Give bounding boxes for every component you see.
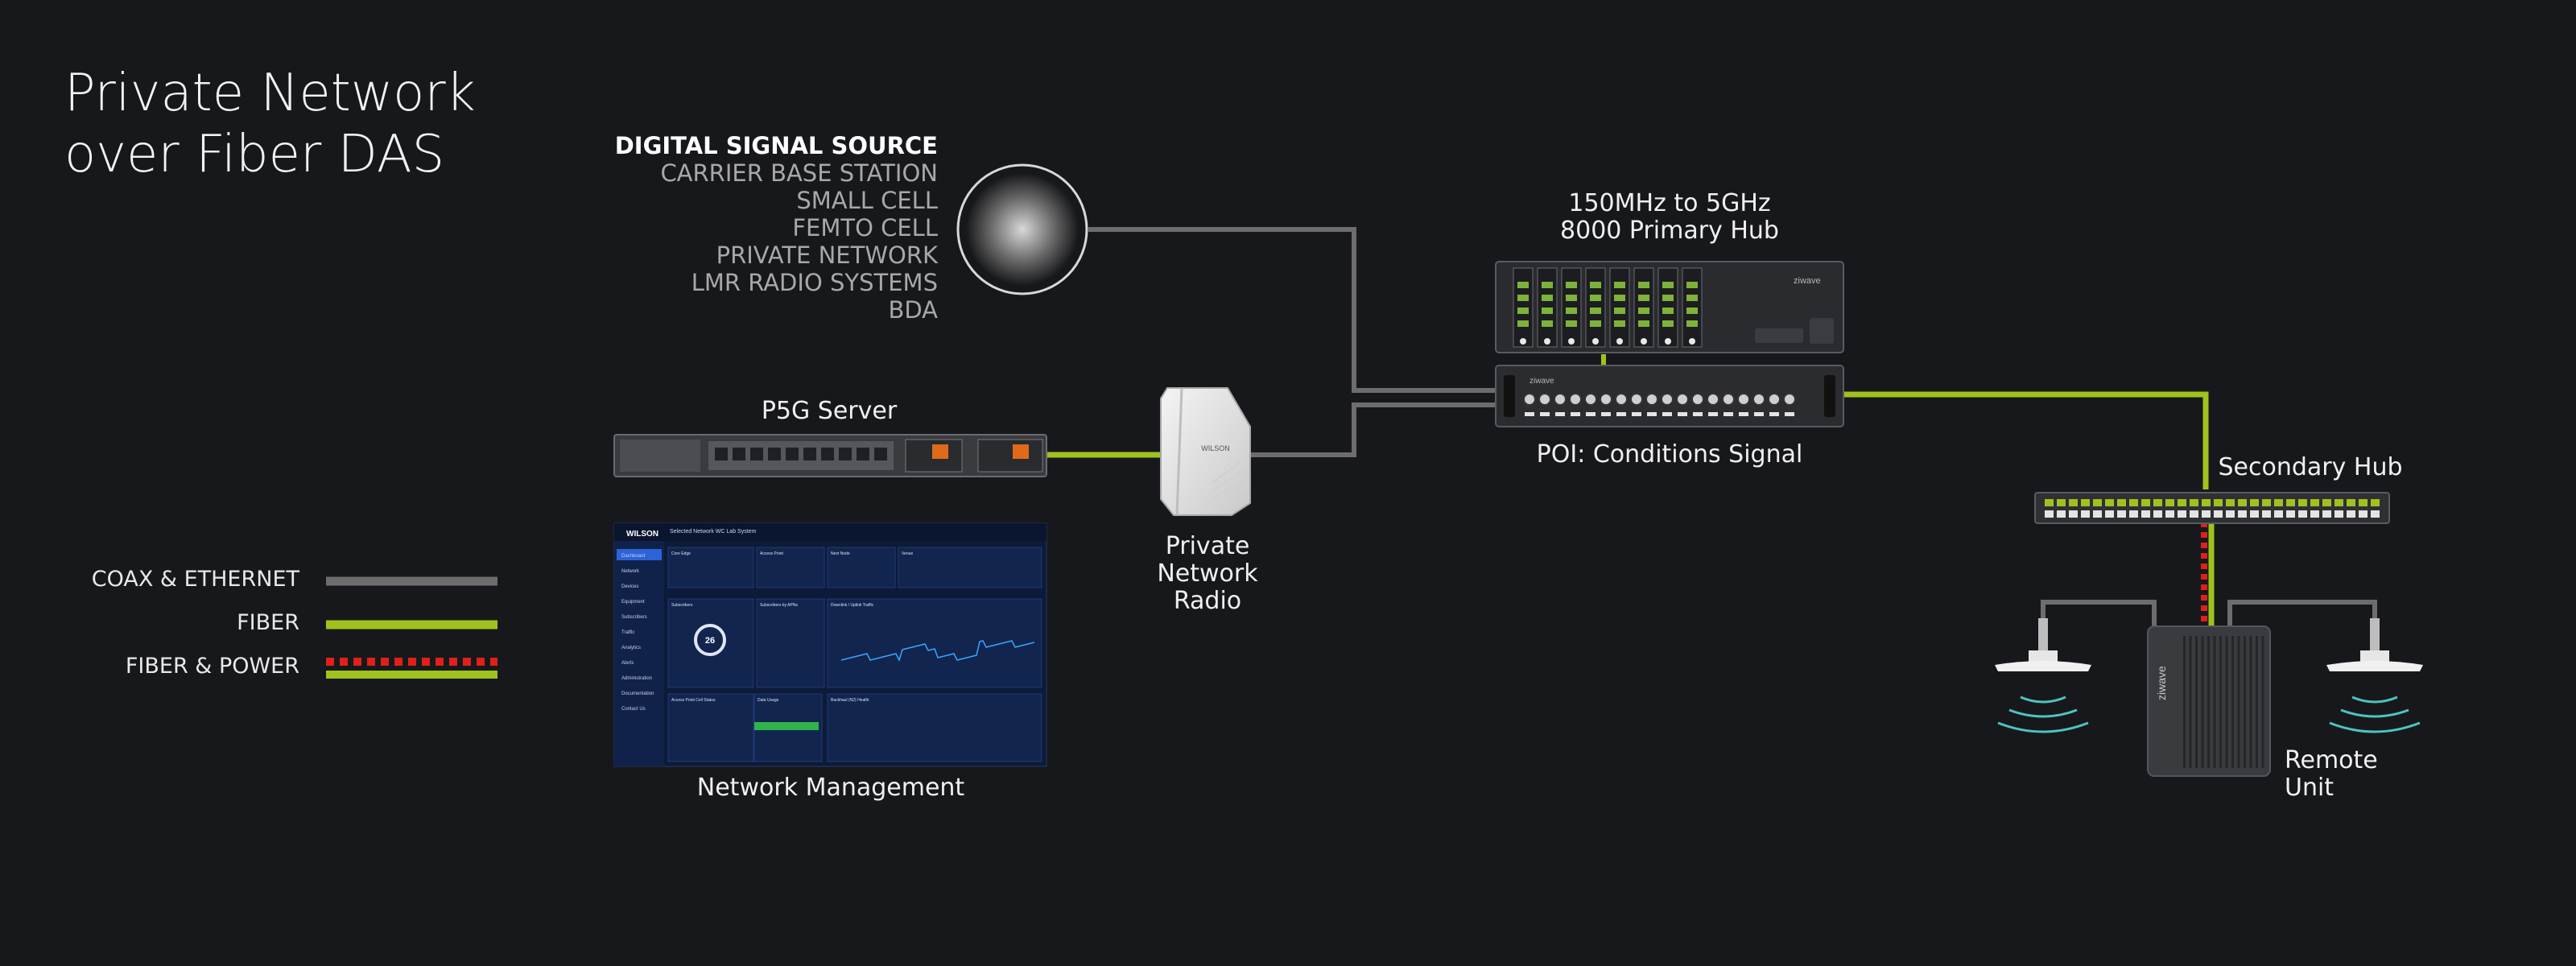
- remote-unit-device: ziwave: [2147, 625, 2271, 777]
- primary-hub-label-line: 8000 Primary Hub: [1560, 217, 1779, 245]
- signal-source-list: DIGITAL SIGNAL SOURCE CARRIER BASE STATI…: [564, 132, 938, 324]
- title-line-2: over Fiber DAS: [64, 125, 445, 184]
- primary-hub-label-line: 150MHz to 5GHz: [1568, 189, 1771, 217]
- dashboard-sidebar-item: Analytics: [621, 646, 641, 650]
- coax-line-remote-right: [2227, 600, 2377, 626]
- private-radio-label-line: Private: [1165, 532, 1250, 560]
- private-radio-label-line: Network: [1157, 559, 1258, 588]
- fiber-power-line: [2201, 522, 2215, 626]
- coax-line-radio-to-poi: [1249, 402, 1499, 457]
- dashboard-panel-title: Backhaul (N2) Health: [831, 698, 869, 703]
- legend-swatches: [326, 576, 497, 679]
- p5g-server-device: [613, 434, 1047, 477]
- dashboard-panel-title: Access Point Cell Status: [671, 698, 716, 703]
- hub-brand-text: ziwave: [1794, 276, 1821, 286]
- poi-label: POI: Conditions Signal: [1536, 440, 1803, 469]
- radio-brand-text: WILSON: [1201, 444, 1230, 452]
- dashboard-sidebar-item: Dashboard: [621, 554, 645, 559]
- fiber-line-poi-to-secondary: [1843, 391, 2209, 489]
- dashboard-panel-title: Downlink / Uplink Traffic: [831, 603, 874, 608]
- signal-source-item: BDA: [888, 296, 938, 324]
- dashboard-panel-title: Core Edge: [671, 551, 691, 556]
- dashboard-panel-title: Subscribers by APNs: [760, 603, 798, 608]
- legend-label-coax: COAX & ETHERNET: [91, 567, 299, 592]
- dashboard-sidebar-item: Administration: [621, 676, 652, 681]
- poi-device: ziwave: [1495, 365, 1844, 427]
- private-radio-device: WILSON: [1160, 387, 1251, 516]
- primary-hub-label: 150MHz to 5GHz 8000 Primary Hub: [1509, 190, 1831, 245]
- signal-source-heading: DIGITAL SIGNAL SOURCE: [614, 132, 938, 159]
- dashboard-panel-title: Next Node: [831, 551, 850, 556]
- title-line-1: Private Network: [64, 64, 476, 123]
- coax-lines: [1088, 227, 2377, 626]
- poi-brand-text: ziwave: [1530, 377, 1554, 386]
- network-management-label: Network Management: [696, 774, 965, 802]
- dashboard-sidebar-item: Subscribers: [621, 615, 647, 620]
- signal-source-item: PRIVATE NETWORK: [716, 242, 938, 269]
- secondary-hub-label: Secondary Hub: [2218, 453, 2403, 481]
- dashboard-brand: WILSON: [626, 530, 658, 539]
- legend-label-fiber: FIBER: [237, 610, 299, 635]
- private-radio-label-line: Radio: [1173, 587, 1242, 615]
- remote-unit-label-line: Remote: [2285, 746, 2378, 774]
- signal-source-item: FEMTO CELL: [792, 214, 938, 242]
- coax-line-source-to-poi: [1088, 227, 1499, 393]
- dashboard-sidebar-item: Alerts: [621, 661, 634, 666]
- subscribers-count: 26: [705, 636, 715, 646]
- remote-brand-text: ziwave: [2155, 666, 2168, 700]
- dashboard-sidebar-item: Devices: [621, 584, 638, 589]
- diagram-title: Private Network over Fiber DAS: [64, 63, 476, 185]
- dashboard-sidebar-item: Network: [621, 569, 640, 574]
- signal-source-item: CARRIER BASE STATION: [660, 159, 938, 187]
- dashboard-sidebar-item: Documentation: [621, 691, 654, 696]
- signal-source-icon: [956, 163, 1088, 295]
- dashboard-sidebar-item: Traffic: [621, 630, 634, 635]
- dashboard-panel-title: Subscribers: [671, 603, 693, 608]
- primary-hub-device: ziwave: [1495, 261, 1844, 353]
- remote-unit-label-line: Unit: [2285, 774, 2334, 802]
- dashboard-sidebar-item: Equipment: [621, 600, 645, 605]
- antenna-right-icon: [2326, 618, 2423, 733]
- p5g-server-label: P5G Server: [761, 397, 898, 425]
- dashboard-title: Selected Network WC Lab System: [670, 529, 757, 535]
- coax-line-remote-left: [2041, 600, 2157, 626]
- dashboard-panel-title: Venue: [902, 551, 913, 556]
- secondary-hub-device: [2034, 492, 2390, 524]
- signal-source-item: SMALL CELL: [796, 187, 938, 214]
- dashboard-panel-title: Access Point: [760, 551, 784, 556]
- antenna-left-icon: [1995, 618, 2091, 733]
- network-management-dashboard: WILSON Selected Network WC Lab System Da…: [613, 522, 1047, 767]
- signal-source-item: LMR RADIO SYSTEMS: [691, 269, 938, 296]
- dashboard-panel-title: Data Usage: [758, 698, 779, 703]
- private-radio-label: Private Network Radio: [1111, 533, 1304, 615]
- remote-unit-label: Remote Unit: [2285, 747, 2446, 802]
- legend-label-fiber-power: FIBER & POWER: [125, 654, 299, 679]
- dashboard-sidebar-item: Contact Us: [621, 707, 646, 712]
